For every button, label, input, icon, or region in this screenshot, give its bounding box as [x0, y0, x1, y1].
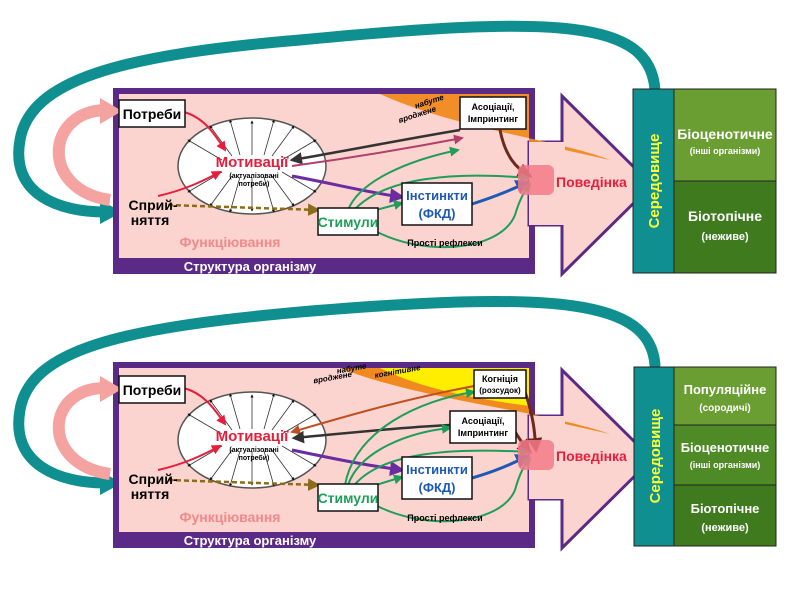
- motivation-rays: [187, 119, 317, 213]
- motivation-ellipse: [177, 391, 327, 489]
- motivation-subtitle-1: (актуалізовані: [229, 446, 278, 454]
- instincts-box: [401, 456, 473, 500]
- needs-feedback-arrowhead: [100, 376, 122, 402]
- behavior-highlight: [518, 165, 554, 195]
- assoc-box: [459, 96, 527, 130]
- behavior-highlight: [518, 440, 554, 470]
- stimuli-label: Стимули: [318, 214, 379, 230]
- motivation-to-instincts-arrow: [291, 174, 405, 203]
- stimuli-to-behavior-arrow: [351, 446, 530, 489]
- environment-biocenotic-box: [673, 88, 777, 182]
- motivation-title: Мотивації: [216, 154, 290, 171]
- functioning-label: Функціювання: [180, 234, 281, 250]
- stimuli-to-behavior-arrow: [349, 172, 530, 216]
- environment-biocenotic-sub: (інші організми): [690, 460, 761, 470]
- environment-biocenotic-sub: (інші організми): [690, 146, 761, 156]
- functioning-label: Функціювання: [180, 509, 281, 525]
- instincts-label-2: (ФКД): [419, 480, 456, 495]
- needs-feedback-arrowhead: [100, 98, 122, 124]
- perception-to-motivation-arrow: [157, 445, 222, 471]
- needs-box: [118, 99, 186, 128]
- environment-population-sub: (сородичі): [699, 403, 751, 414]
- motivation-to-assoc-arrow: [291, 134, 464, 167]
- environment-biocenotic-title: Біоценотичне: [677, 126, 773, 142]
- instincts-label-1: Інстинкти: [406, 188, 468, 203]
- environment-biotopic-box: [673, 180, 777, 274]
- environment-feedback-arrow: [13, 20, 661, 218]
- perception-label-1: Сприй-: [129, 197, 178, 213]
- instincts-label-1: Інстинкти: [406, 462, 468, 477]
- needs-feedback-arrow: [52, 104, 112, 206]
- stimuli-box: [317, 207, 379, 236]
- cognition-to-motivation-arrow: [290, 385, 475, 435]
- behavior-label: Поведінка: [556, 174, 627, 190]
- perception-to-motivation-arrow: [157, 171, 222, 197]
- stimuli-box: [317, 483, 379, 512]
- perception-label-2: няття: [131, 212, 170, 228]
- structure-label: Структура організму: [184, 259, 317, 274]
- assoc-box: [449, 410, 517, 444]
- needs-label: Потреби: [123, 382, 182, 398]
- assoc-label-1: Асоціації,: [472, 102, 515, 112]
- needs-label: Потреби: [123, 106, 182, 122]
- assoc-label-2: Імпринтинг: [458, 428, 508, 438]
- environment-population-box: [673, 366, 777, 426]
- environment-biotopic-box: [673, 484, 777, 547]
- environment-title: Середовище: [646, 134, 663, 229]
- environment-biocenotic-title: Біоценотичне: [681, 440, 770, 455]
- environment-biocenotic-box: [673, 424, 777, 486]
- motivation-subtitle-2: потреби): [239, 180, 270, 188]
- motivation-subtitle-2: потреби): [239, 454, 270, 462]
- motivation-title: Мотивації: [216, 428, 290, 445]
- behavior-label: Поведінка: [556, 448, 627, 464]
- assoc-to-motivation-arrow: [291, 423, 451, 444]
- environment-biotopic-sub: (неживе): [701, 522, 749, 534]
- stimuli-to-assoc-arrow: [347, 146, 460, 211]
- panel-2: Потреби Мотивації (актуалізовані потреби…: [13, 296, 777, 552]
- instincts-label-2: (ФКД): [419, 206, 456, 221]
- stimuli-to-instincts-arrow: [375, 474, 404, 486]
- simple-reflexes-label: Прості рефлекси: [407, 238, 482, 248]
- cognition-label-2: (розсудок): [479, 386, 521, 395]
- assoc-label-2: Імпринтинг: [468, 114, 518, 124]
- environment-feedback-arrow: [13, 296, 661, 489]
- stimuli-to-instincts-arrow: [375, 200, 404, 211]
- cognition-label-1: Когніція: [482, 374, 518, 384]
- instincts-box: [401, 182, 473, 226]
- stimuli-label: Стимули: [318, 490, 379, 506]
- stimuli-to-assoc-arrow: [347, 423, 452, 486]
- perception-label-1: Сприй-: [129, 471, 178, 487]
- perception-to-stimuli-arrow: [167, 203, 321, 216]
- perception-label-2: няття: [131, 486, 170, 502]
- environment-title: Середовище: [647, 409, 664, 504]
- simple-reflexes-label: Прості рефлекси: [407, 513, 482, 523]
- perception-to-stimuli-arrow: [167, 478, 321, 491]
- needs-to-motivation-arrow: [183, 111, 227, 152]
- environment-title-box: [632, 88, 675, 274]
- environment-biotopic-sub: (неживе): [701, 231, 749, 243]
- cognition-box: [473, 369, 527, 399]
- environment-population-title: Популяційне: [684, 382, 767, 397]
- motivation-subtitle-1: (актуалізовані: [229, 172, 278, 180]
- needs-feedback-arrow: [52, 382, 112, 480]
- motivation-ellipse: [177, 117, 327, 215]
- assoc-label-1: Асоціації,: [462, 416, 505, 426]
- stimuli-to-cognition-arrow: [344, 388, 476, 486]
- motivation-rays: [187, 393, 317, 487]
- environment-biotopic-title: Біотопічне: [688, 208, 762, 224]
- panel-1: Потреби Мотивації (актуалізовані потреби…: [13, 20, 777, 278]
- environment-feedback-arrowhead: [100, 200, 122, 224]
- needs-box: [118, 375, 186, 404]
- assoc-to-motivation-arrow: [289, 128, 461, 165]
- structure-label: Структура організму: [184, 533, 317, 548]
- environment-biotopic-title: Біотопічне: [691, 501, 760, 516]
- needs-to-motivation-arrow: [183, 387, 227, 426]
